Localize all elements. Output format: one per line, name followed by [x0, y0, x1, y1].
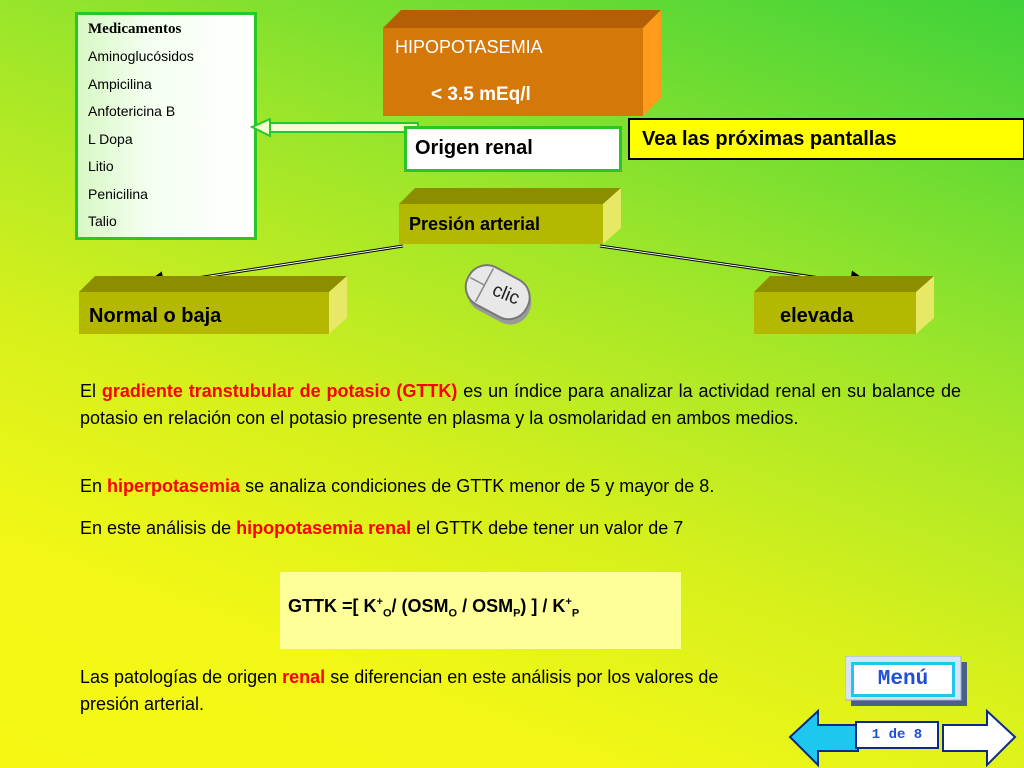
- low-pressure-label: Normal o baja: [89, 305, 222, 327]
- low-pressure-box: Normal o baja: [79, 276, 347, 334]
- hypokalemia-box-shape: [383, 10, 661, 116]
- gttk-formula: GTTK =[ K+O/ (OSMO / OSMP) ] / K+P: [280, 572, 681, 649]
- mouse-click-icon[interactable]: clic: [452, 262, 544, 334]
- medication-item: Talio: [88, 213, 117, 229]
- medication-item: Ampicilina: [88, 75, 152, 92]
- high-pressure-box-shape: [754, 276, 934, 334]
- hypokalemia-title: HIPOPOTASEMIA: [395, 37, 543, 57]
- medication-item: L Dopa: [88, 130, 133, 147]
- high-pressure-box: elevada: [754, 276, 934, 334]
- menu-button[interactable]: Menú: [845, 656, 967, 706]
- hypokalemia-threshold: < 3.5 mEq/l: [431, 84, 531, 105]
- paragraph-hypokalemia-renal: En este análisis de hipopotasemia renal …: [80, 518, 684, 538]
- hyperkalemia-term: hiperpotasemia: [107, 476, 241, 496]
- blood-pressure-box: Presión arterial: [399, 188, 621, 244]
- origen-renal-box: Origen renal: [404, 126, 622, 172]
- low-pressure-box-shape: [79, 276, 347, 334]
- next-arrow-icon: [942, 708, 1017, 768]
- medication-item: Litio: [88, 158, 114, 174]
- paragraph-hyperkalemia: En hiperpotasemia se analiza condiciones…: [80, 476, 715, 496]
- gttk-term: gradiente transtubular de potasio (GTTK): [101, 381, 458, 401]
- menu-label: Menú: [851, 662, 955, 697]
- medications-title: Medicamentos: [88, 21, 182, 37]
- paragraph-renal-pathologies: Las patologías de origen renal se difere…: [80, 667, 719, 714]
- medication-item: Aminoglucósidos: [88, 48, 194, 64]
- blood-pressure-box-shape: [399, 188, 621, 244]
- medication-item: Penicilina: [88, 185, 148, 202]
- pressure-arrows: [140, 244, 874, 296]
- paragraph-gttk-definition: El gradiente transtubular de potasio (GT…: [80, 381, 961, 428]
- navigation-arrows: [788, 708, 1017, 768]
- mouse-icon: [464, 264, 532, 325]
- hypokalemia-renal-term: hipopotasemia renal: [236, 518, 412, 538]
- medications-list: Medicamentos Aminoglucósidos Ampicilina …: [75, 12, 257, 240]
- page-indicator: 1 de 8: [855, 721, 939, 749]
- next-screens-note: Vea las próximas pantallas: [628, 118, 1024, 160]
- renal-term: renal: [282, 667, 326, 687]
- next-button[interactable]: [943, 707, 1018, 768]
- medication-item: Anfotericina B: [88, 103, 176, 119]
- hypokalemia-box: HIPOPOTASEMIA < 3.5 mEq/l: [383, 10, 661, 116]
- previous-button[interactable]: [788, 707, 858, 768]
- high-pressure-label: elevada: [780, 305, 854, 327]
- blood-pressure-label: Presión arterial: [409, 214, 541, 234]
